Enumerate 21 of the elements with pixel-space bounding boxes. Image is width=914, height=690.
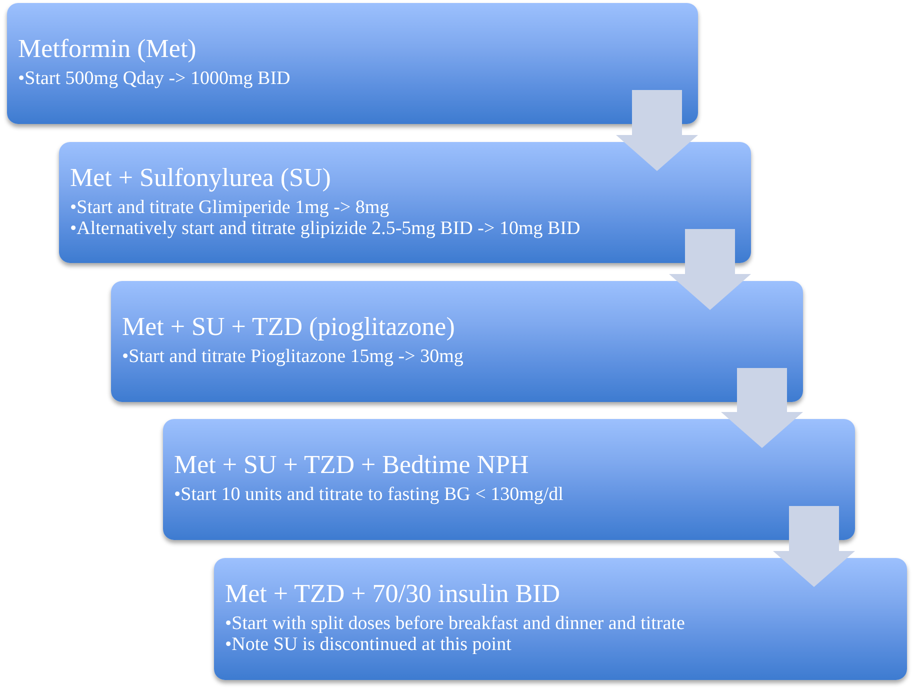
- step-note: •Alternatively start and titrate glipizide 2.5-5mg BID -> 10mg BID: [70, 218, 580, 238]
- down-arrow: [669, 229, 751, 310]
- step-title: Met + TZD + 70/30 insulin BID: [225, 579, 560, 609]
- step-note: •Start and titrate Pioglitazone 15mg -> 30mg: [122, 346, 464, 367]
- step-note: •Start 500mg Qday -> 1000mg BID: [18, 68, 290, 89]
- step-box: [163, 419, 855, 540]
- down-arrow: [773, 506, 855, 587]
- step-title: Met + SU + TZD + Bedtime NPH: [174, 450, 529, 480]
- step-box: [7, 3, 698, 124]
- step-box: [214, 558, 907, 680]
- down-arrow: [616, 90, 698, 171]
- step-note: •Start 10 units and titrate to fasting BG < 130mg/dl: [174, 484, 564, 505]
- step-title: Met + Sulfonylurea (SU): [70, 162, 331, 192]
- step-note: •Note SU is discontinued at this point: [225, 634, 512, 655]
- down-arrow: [721, 368, 803, 448]
- step-title: Metformin (Met): [18, 34, 196, 64]
- step-title: Met + SU + TZD (pioglitazone): [122, 312, 455, 342]
- step-box: [111, 281, 803, 402]
- step-note: •Start and titrate Glimiperide 1mg -> 8mg: [70, 196, 390, 218]
- step-box: [59, 142, 751, 263]
- step-note: •Start with split doses before breakfast and dinner and titrate: [225, 613, 685, 634]
